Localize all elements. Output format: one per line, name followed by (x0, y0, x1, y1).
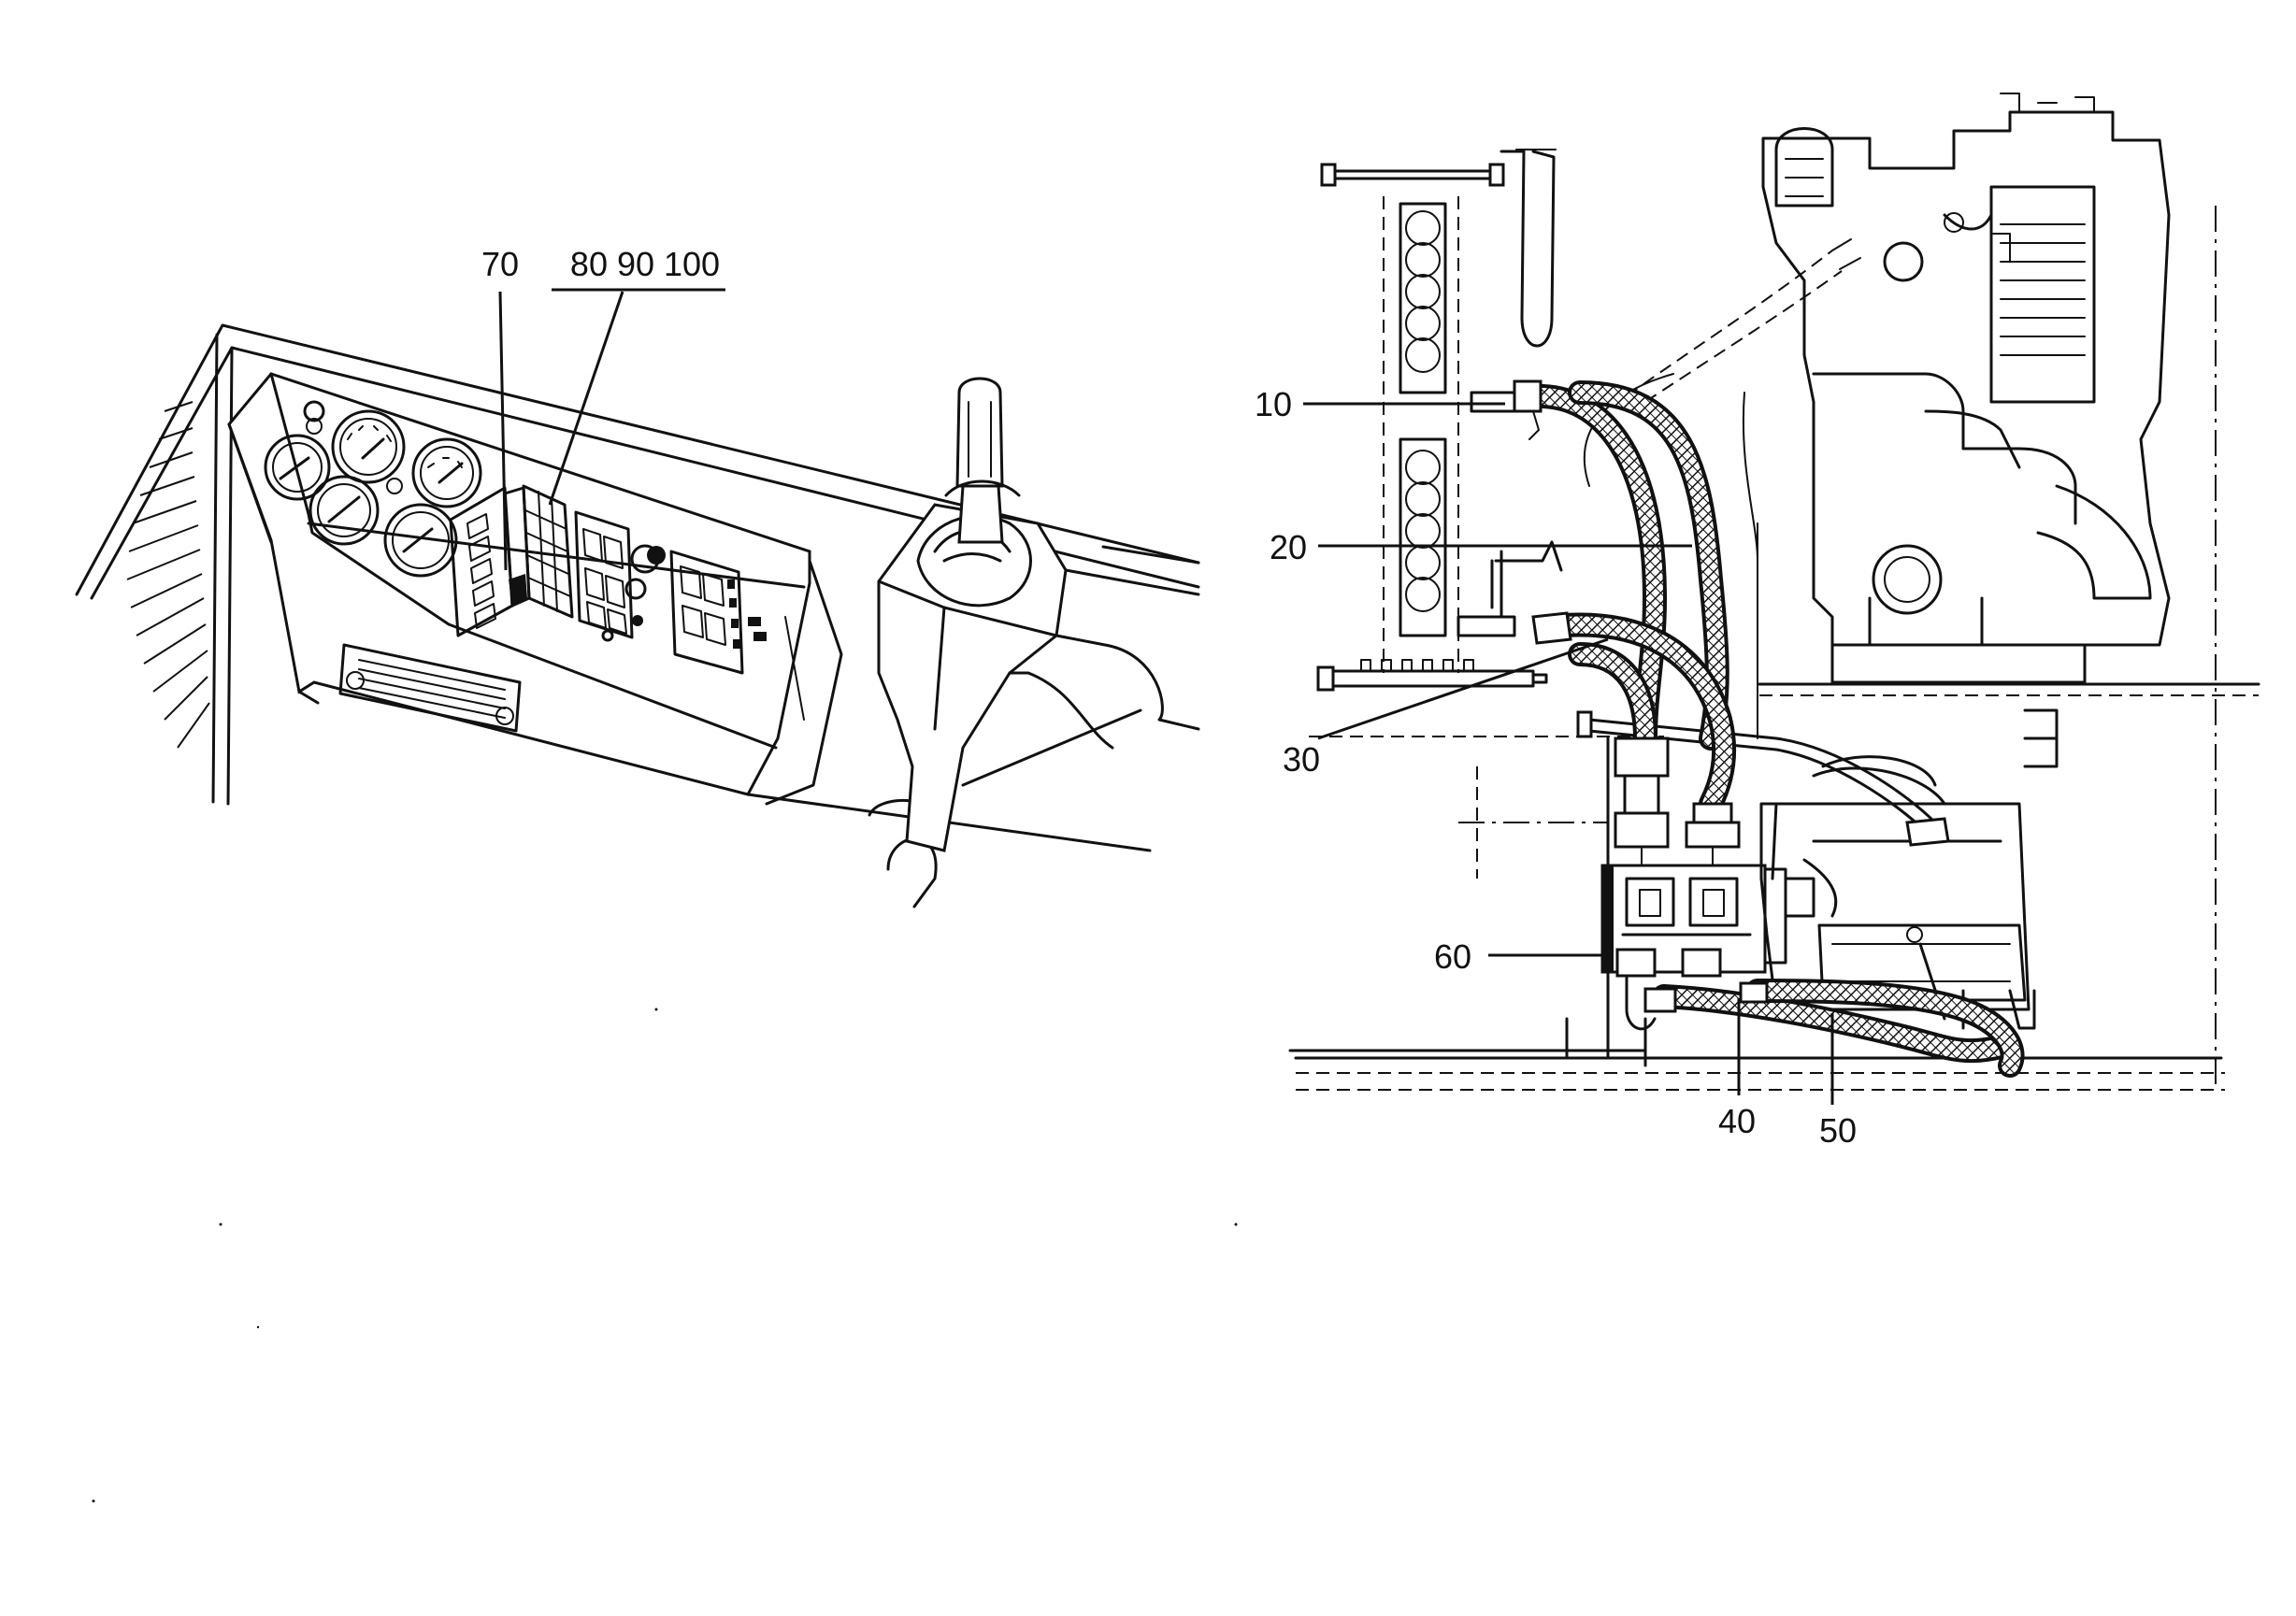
callout-80-90-100: 80 90 100 (570, 245, 720, 283)
hose-fitting-lower (1625, 974, 1769, 1031)
hose-fitting (1513, 379, 1572, 645)
hydraulic-hose-50 (1745, 979, 2025, 1078)
callout-40: 40 (1718, 1102, 1756, 1140)
callout-50: 50 (1819, 1111, 1857, 1150)
rocker-switch-bank (574, 510, 634, 639)
frame-lines (1288, 206, 2260, 1091)
supply-pipes (1316, 391, 1937, 834)
callout-10: 10 (1255, 385, 1292, 423)
small-gauge-icon (303, 400, 325, 435)
engine-hose-view: 10 20 30 60 40 50 (1255, 93, 2260, 1150)
couplings (1614, 736, 1741, 870)
control-knob-icon (601, 544, 666, 642)
valve-block (1600, 864, 1787, 978)
instrument-gauges (264, 400, 482, 578)
cooler-block (1383, 196, 1459, 673)
joystick-console (877, 377, 1200, 852)
callout-20: 20 (1270, 528, 1307, 566)
callout-leaders-right (1303, 402, 1834, 1105)
callout-70: 70 (481, 245, 519, 283)
gauge-icon (411, 437, 482, 508)
hydraulic-hose-30 (1540, 612, 1737, 816)
gauge-icon (264, 434, 331, 501)
control-rod (1320, 149, 1557, 348)
cab-console-view: 70 80 90 100 (75, 245, 1200, 908)
callout-60: 60 (1434, 937, 1471, 976)
dashboard-panel (227, 372, 843, 806)
callout-30: 30 (1283, 740, 1320, 779)
engine-block (1761, 93, 2171, 684)
scan-specks (92, 1008, 1238, 1503)
gauge-icon (331, 409, 406, 484)
gauge-icon (383, 503, 458, 578)
rocker-switch-bank-2 (669, 550, 767, 675)
vent-grille (338, 643, 522, 733)
callout-leaders-left (498, 288, 725, 571)
gauge-icon (309, 475, 380, 546)
hydraulic-hose-40 (1652, 984, 2013, 1064)
